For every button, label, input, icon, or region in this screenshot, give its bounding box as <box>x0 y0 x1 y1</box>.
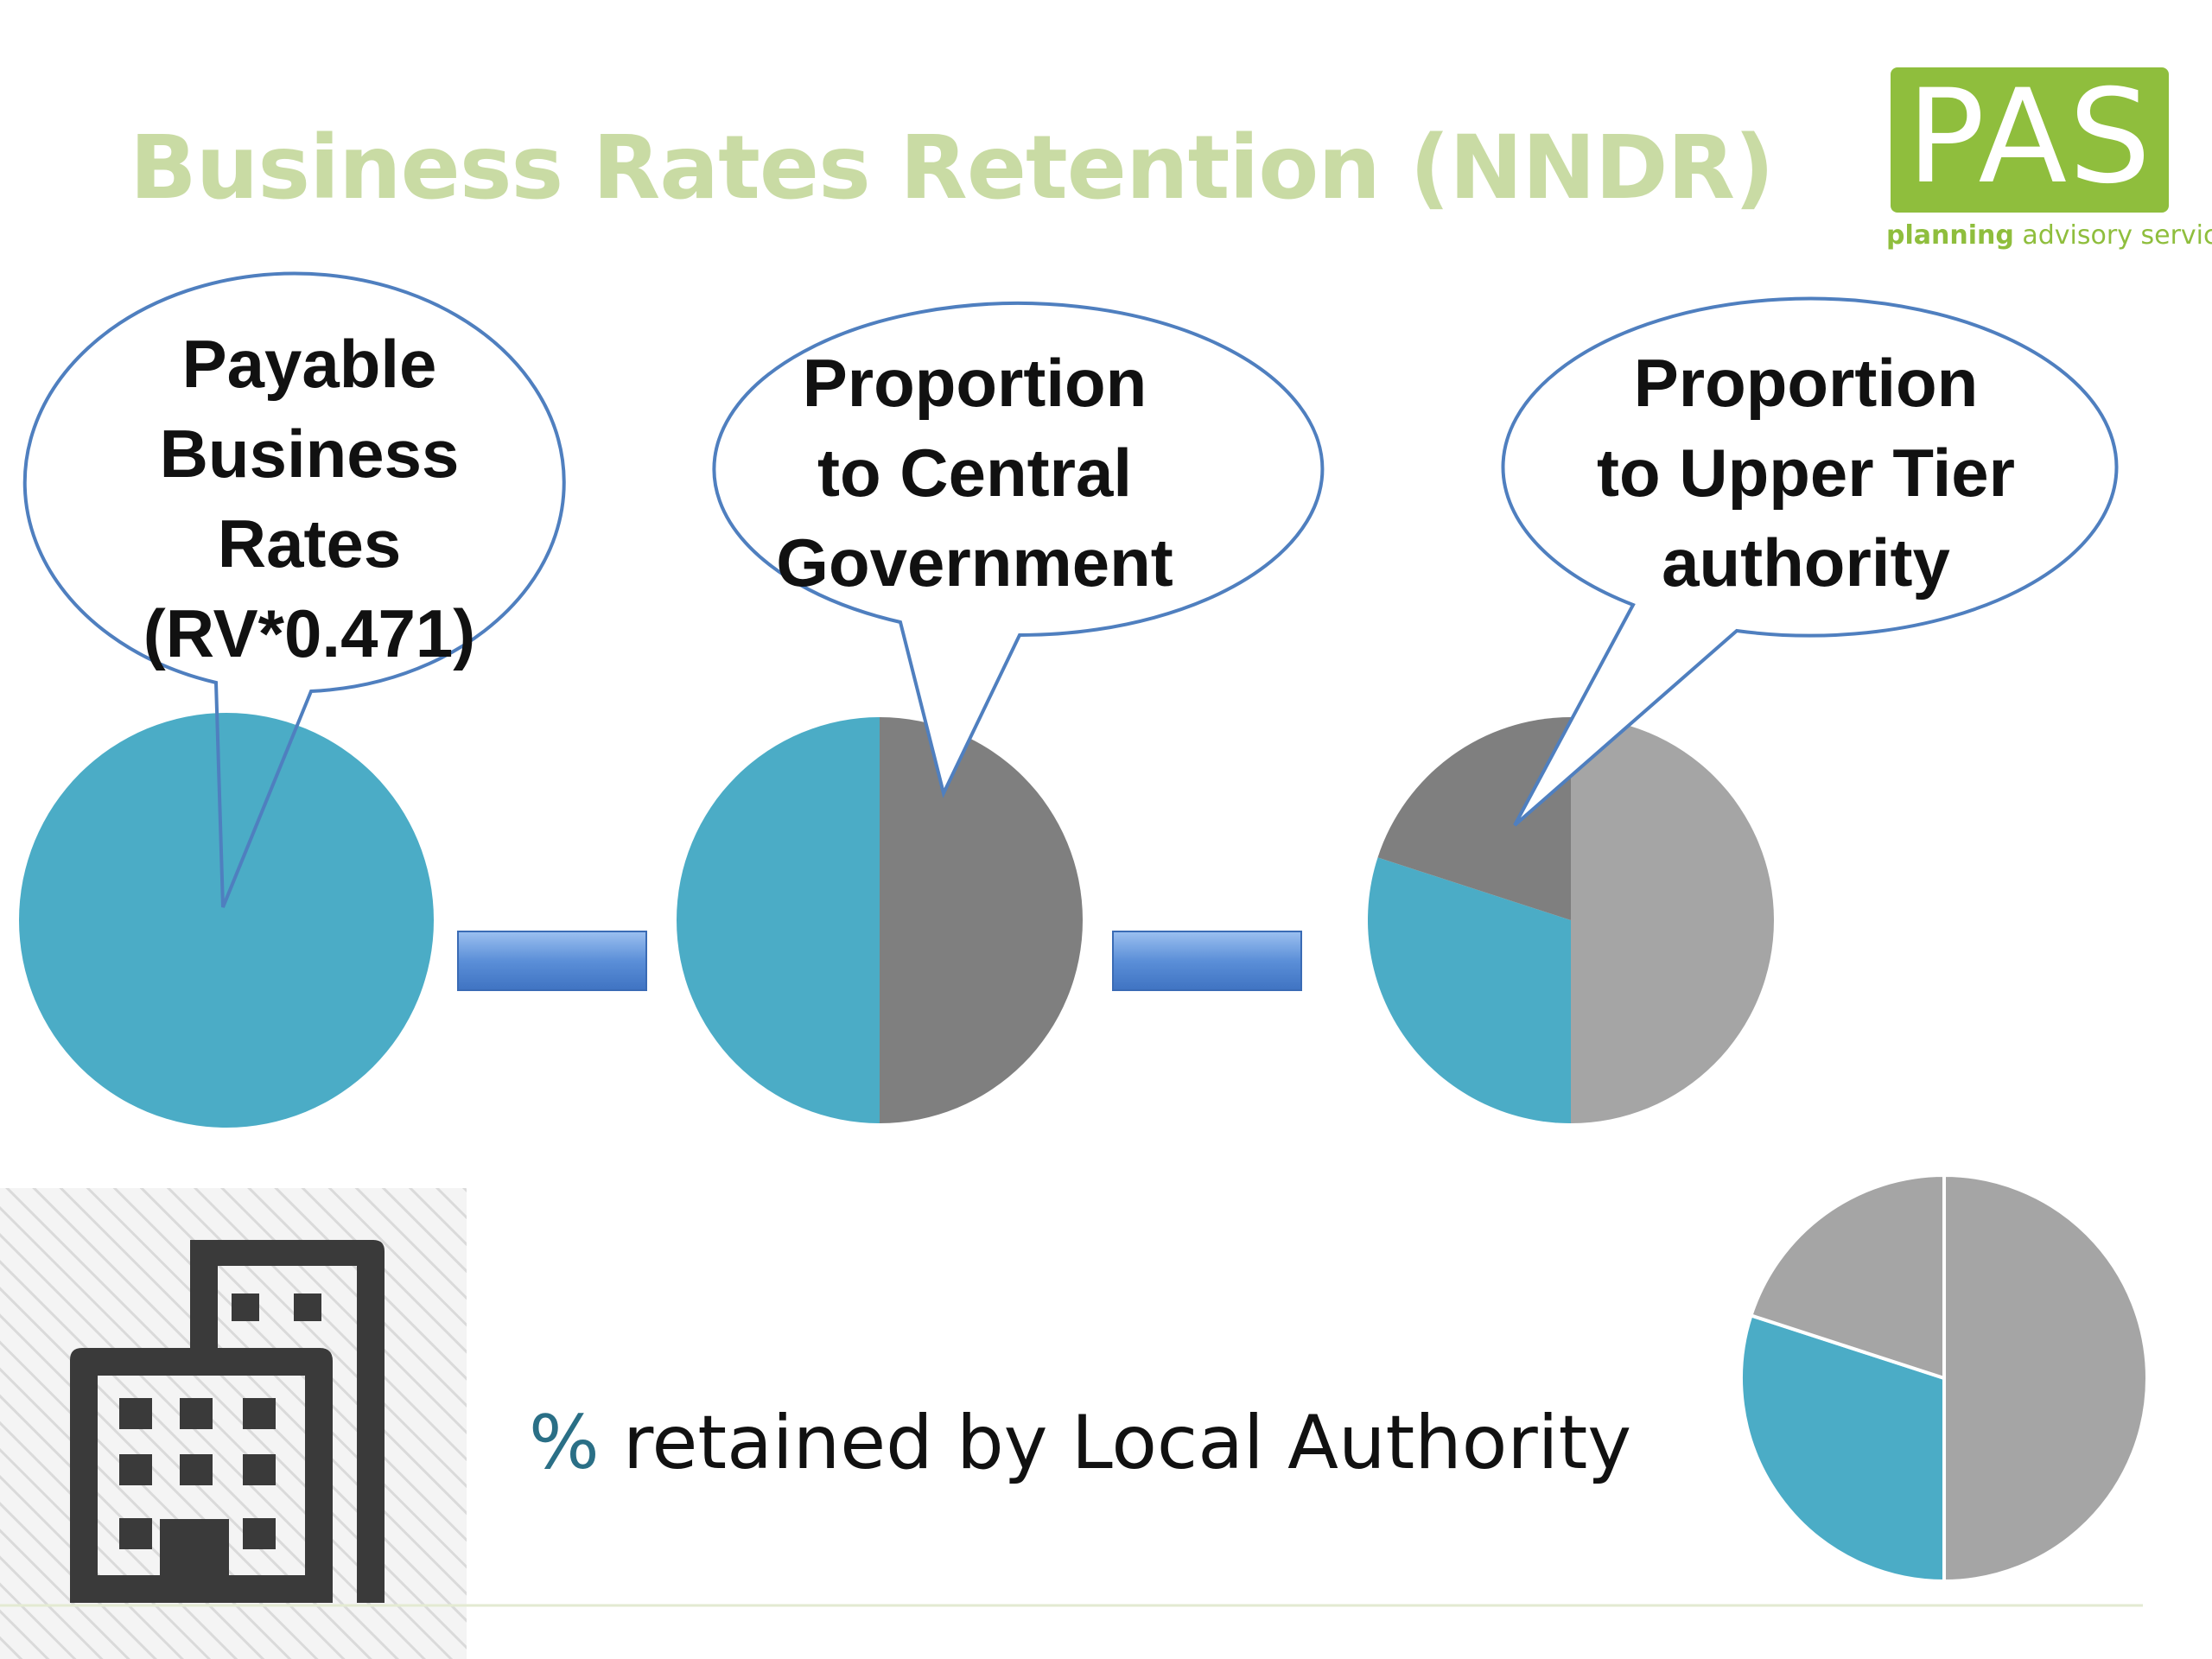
connector-bar-1 <box>457 931 647 991</box>
pie-slice <box>880 717 1083 1123</box>
bubble-line: to Upper Tier <box>1597 435 2015 511</box>
percent-symbol: % <box>529 1400 600 1486</box>
bubble-line: to Central <box>817 435 1132 511</box>
bubble-line: Proportion <box>803 345 1147 421</box>
speech-bubble-3: Proportion to Upper Tier authority <box>1501 296 2119 827</box>
bubble-line: (RV*0.471) <box>143 595 475 671</box>
slide-title: Business Rates Retention (NNDR) <box>130 117 1775 219</box>
pie-chart-upper-tier <box>1367 717 1774 1123</box>
office-building-icon <box>70 1240 385 1603</box>
logo-text: PAS <box>1906 62 2153 213</box>
bubble-text-upper-tier: Proportion to Upper Tier authority <box>1597 345 2015 601</box>
bubble-line: Rates <box>218 505 401 582</box>
bubble-line: authority <box>1662 524 1950 601</box>
pie-slice <box>1571 717 1774 1123</box>
pie-chart-central-government <box>677 717 1083 1123</box>
logo-tagline-bold: planning <box>1886 220 2014 251</box>
pie-chart-local-authority <box>1739 1173 2149 1584</box>
bubble-line: Government <box>776 524 1173 601</box>
logo-tagline-rest: advisory service <box>2013 220 2212 251</box>
pie-chart-payable-rates <box>19 713 434 1128</box>
pas-logo: PAS <box>1891 62 2169 213</box>
pie-slice <box>1739 1313 1946 1584</box>
pie-slice <box>1367 857 1571 1123</box>
pie-slice <box>19 713 434 1128</box>
pie-slice <box>1377 717 1571 920</box>
logo-tagline: planning advisory service <box>1886 220 2212 251</box>
pie-slice <box>1748 1173 1946 1381</box>
pie-slice <box>1942 1173 2149 1584</box>
retained-caption: % retained by Local Authority <box>529 1400 1631 1486</box>
bubble-line: Business <box>160 416 460 492</box>
connector-bar-2 <box>1112 931 1302 991</box>
caption-text: retained by Local Authority <box>599 1400 1632 1486</box>
bubble-line: Proportion <box>1634 345 1979 421</box>
bubble-line: Payable <box>182 326 437 402</box>
pie-slice <box>677 717 880 1123</box>
